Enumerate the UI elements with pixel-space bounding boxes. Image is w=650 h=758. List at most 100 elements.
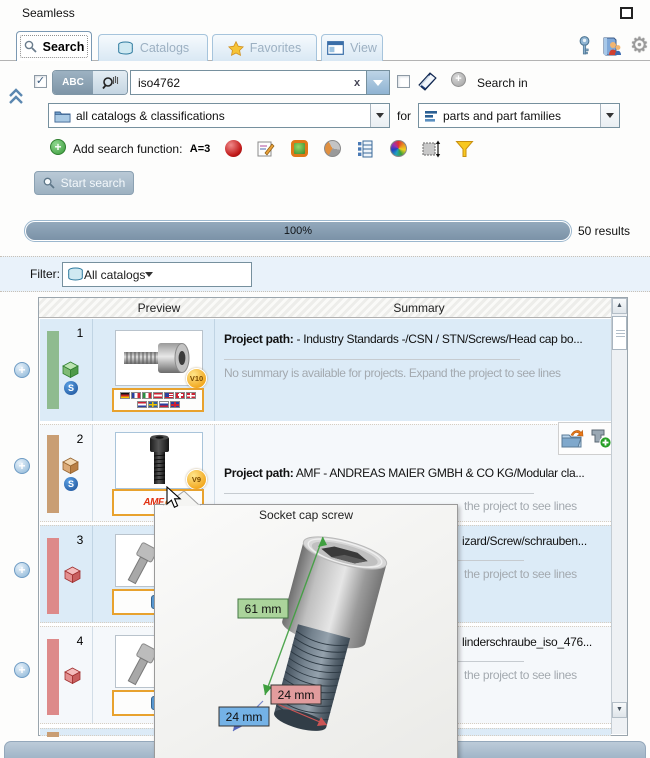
part-families-icon <box>425 110 437 122</box>
collapse-panel-icon[interactable] <box>8 88 24 106</box>
magnifier-mode-segment[interactable] <box>93 71 127 94</box>
dictionary-book-icon[interactable] <box>416 70 439 91</box>
summary-note-fragment: the project to see lines <box>464 499 577 513</box>
results-scrollbar[interactable]: ▲ ▼ <box>611 298 627 734</box>
expand-row-button[interactable]: + <box>14 458 30 474</box>
search-scan-icon <box>101 76 118 90</box>
flag-icon <box>136 401 147 409</box>
expand-row-button[interactable]: + <box>14 362 30 378</box>
thumb-grip <box>616 330 625 338</box>
partial-search-icon[interactable] <box>322 139 342 158</box>
dimension-search-icon[interactable] <box>421 139 441 158</box>
open-project-icon[interactable] <box>561 429 584 449</box>
flag-icon <box>120 391 130 399</box>
column-preview[interactable]: Preview <box>137 301 181 315</box>
topology-search-icon[interactable] <box>289 139 309 158</box>
sketch-search-icon[interactable] <box>256 139 276 158</box>
table-header: Preview Summary <box>39 298 611 318</box>
user-directory-icon[interactable] <box>602 37 623 59</box>
row-action-toolbar <box>558 422 614 455</box>
search-icon <box>24 40 37 53</box>
results-count: 50 results <box>578 224 631 238</box>
search-mode-switch[interactable]: ABC <box>52 70 128 95</box>
result-row-1[interactable]: 1 S V10 Project p <box>40 319 611 421</box>
tab-catalogs[interactable]: Catalogs <box>98 34 208 61</box>
popup-title: Socket cap screw <box>258 508 354 522</box>
tab-favorites[interactable]: Favorites <box>212 34 317 61</box>
search-history-dropdown[interactable] <box>367 70 390 95</box>
3d-part-cube-icon[interactable] <box>64 667 81 684</box>
result-type-combo[interactable]: parts and part families <box>418 103 620 128</box>
3d-part-cube-icon[interactable] <box>64 566 81 583</box>
tab-search[interactable]: Search <box>16 31 92 61</box>
result-type-arrow[interactable] <box>600 104 619 127</box>
svg-text:24 mm: 24 mm <box>278 688 315 702</box>
dictionary-checkbox[interactable] <box>397 75 410 88</box>
scrollbar-thumb[interactable] <box>612 316 627 350</box>
insert-part-icon[interactable] <box>590 428 612 449</box>
column-summary[interactable]: Summary <box>393 301 445 315</box>
license-key-icon[interactable] <box>578 36 591 59</box>
clear-search-button[interactable]: x <box>353 76 361 89</box>
cell-divider <box>214 319 215 421</box>
language-flags-box[interactable] <box>112 388 204 412</box>
green-solid-icon <box>290 140 308 157</box>
attribute-search-icon[interactable]: A=3 <box>189 142 211 155</box>
filter-bar: Filter: All catalogs <box>0 256 650 292</box>
flag-icon <box>158 401 169 409</box>
catalog-scope-arrow[interactable] <box>370 104 389 127</box>
3d-part-cube-icon[interactable] <box>62 457 79 474</box>
maximize-button[interactable] <box>620 7 633 19</box>
expand-row-button[interactable]: + <box>14 562 30 578</box>
add-function-plus-icon[interactable]: + <box>50 139 66 155</box>
catalogs-icon <box>68 267 83 281</box>
geometry-3d-search-icon[interactable] <box>223 139 243 158</box>
flag-icon <box>147 401 158 409</box>
abc-mode-segment[interactable]: ABC <box>53 71 93 94</box>
project-path: Project path: - Industry Standards -/CSN… <box>224 332 605 346</box>
row-number: 3 <box>76 533 84 547</box>
color-search-icon[interactable] <box>388 139 408 158</box>
tab-view[interactable]: View <box>321 34 383 61</box>
catalogs-icon <box>118 41 133 55</box>
table-search-icon[interactable] <box>355 139 375 158</box>
flag-icon <box>142 391 152 399</box>
search-term-input[interactable]: iso4762 x <box>130 70 367 95</box>
tab-favorites-label: Favorites <box>249 41 302 55</box>
progress-percent: 100% <box>283 225 313 237</box>
scroll-down-button[interactable]: ▼ <box>612 702 627 718</box>
flag-icon <box>164 391 174 399</box>
project-path-label: Project path: <box>224 332 294 346</box>
project-path-label: Project path: <box>224 466 294 480</box>
add-function-label: Add search function: <box>73 142 183 156</box>
project-path-value: AMF - ANDREAS MAIER GMBH & CO KG/Modular… <box>293 466 585 480</box>
summary-note: No summary is available for projects. Ex… <box>224 366 561 380</box>
expand-row-button[interactable]: + <box>14 662 30 678</box>
filter-arrow[interactable] <box>145 272 154 277</box>
project-path-value: - Industry Standards -/CSN / STN/Screws/… <box>293 332 583 346</box>
search-icon <box>43 177 55 189</box>
filter-catalog-combo[interactable]: All catalogs <box>62 262 252 287</box>
filter-search-icon[interactable] <box>454 139 474 158</box>
text-search-checkbox[interactable]: ✓ <box>34 75 47 88</box>
catalog-scope-combo[interactable]: all catalogs & classifications <box>48 103 390 128</box>
standard-part-badge: S <box>64 381 78 395</box>
add-search-in-icon[interactable]: + <box>451 72 466 87</box>
progress-fill: 100% <box>26 222 570 240</box>
view-icon <box>327 41 344 55</box>
mouse-cursor-icon <box>166 486 182 508</box>
red-sphere-icon <box>224 140 242 157</box>
length-dimension <box>263 536 327 696</box>
flag-icon <box>131 391 141 399</box>
start-search-button[interactable]: Start search <box>34 171 134 195</box>
3d-part-cube-icon[interactable] <box>62 361 79 378</box>
chevron-down-icon <box>373 79 383 86</box>
search-term-value[interactable]: iso4762 <box>138 75 181 90</box>
svg-text:61 mm: 61 mm <box>245 602 282 616</box>
summary-divider <box>224 359 520 360</box>
start-search-label: Start search <box>60 176 126 190</box>
search-in-label[interactable]: Search in <box>477 76 528 90</box>
scroll-up-button[interactable]: ▲ <box>612 298 627 314</box>
settings-gear-icon[interactable]: ⚙ <box>630 34 649 57</box>
